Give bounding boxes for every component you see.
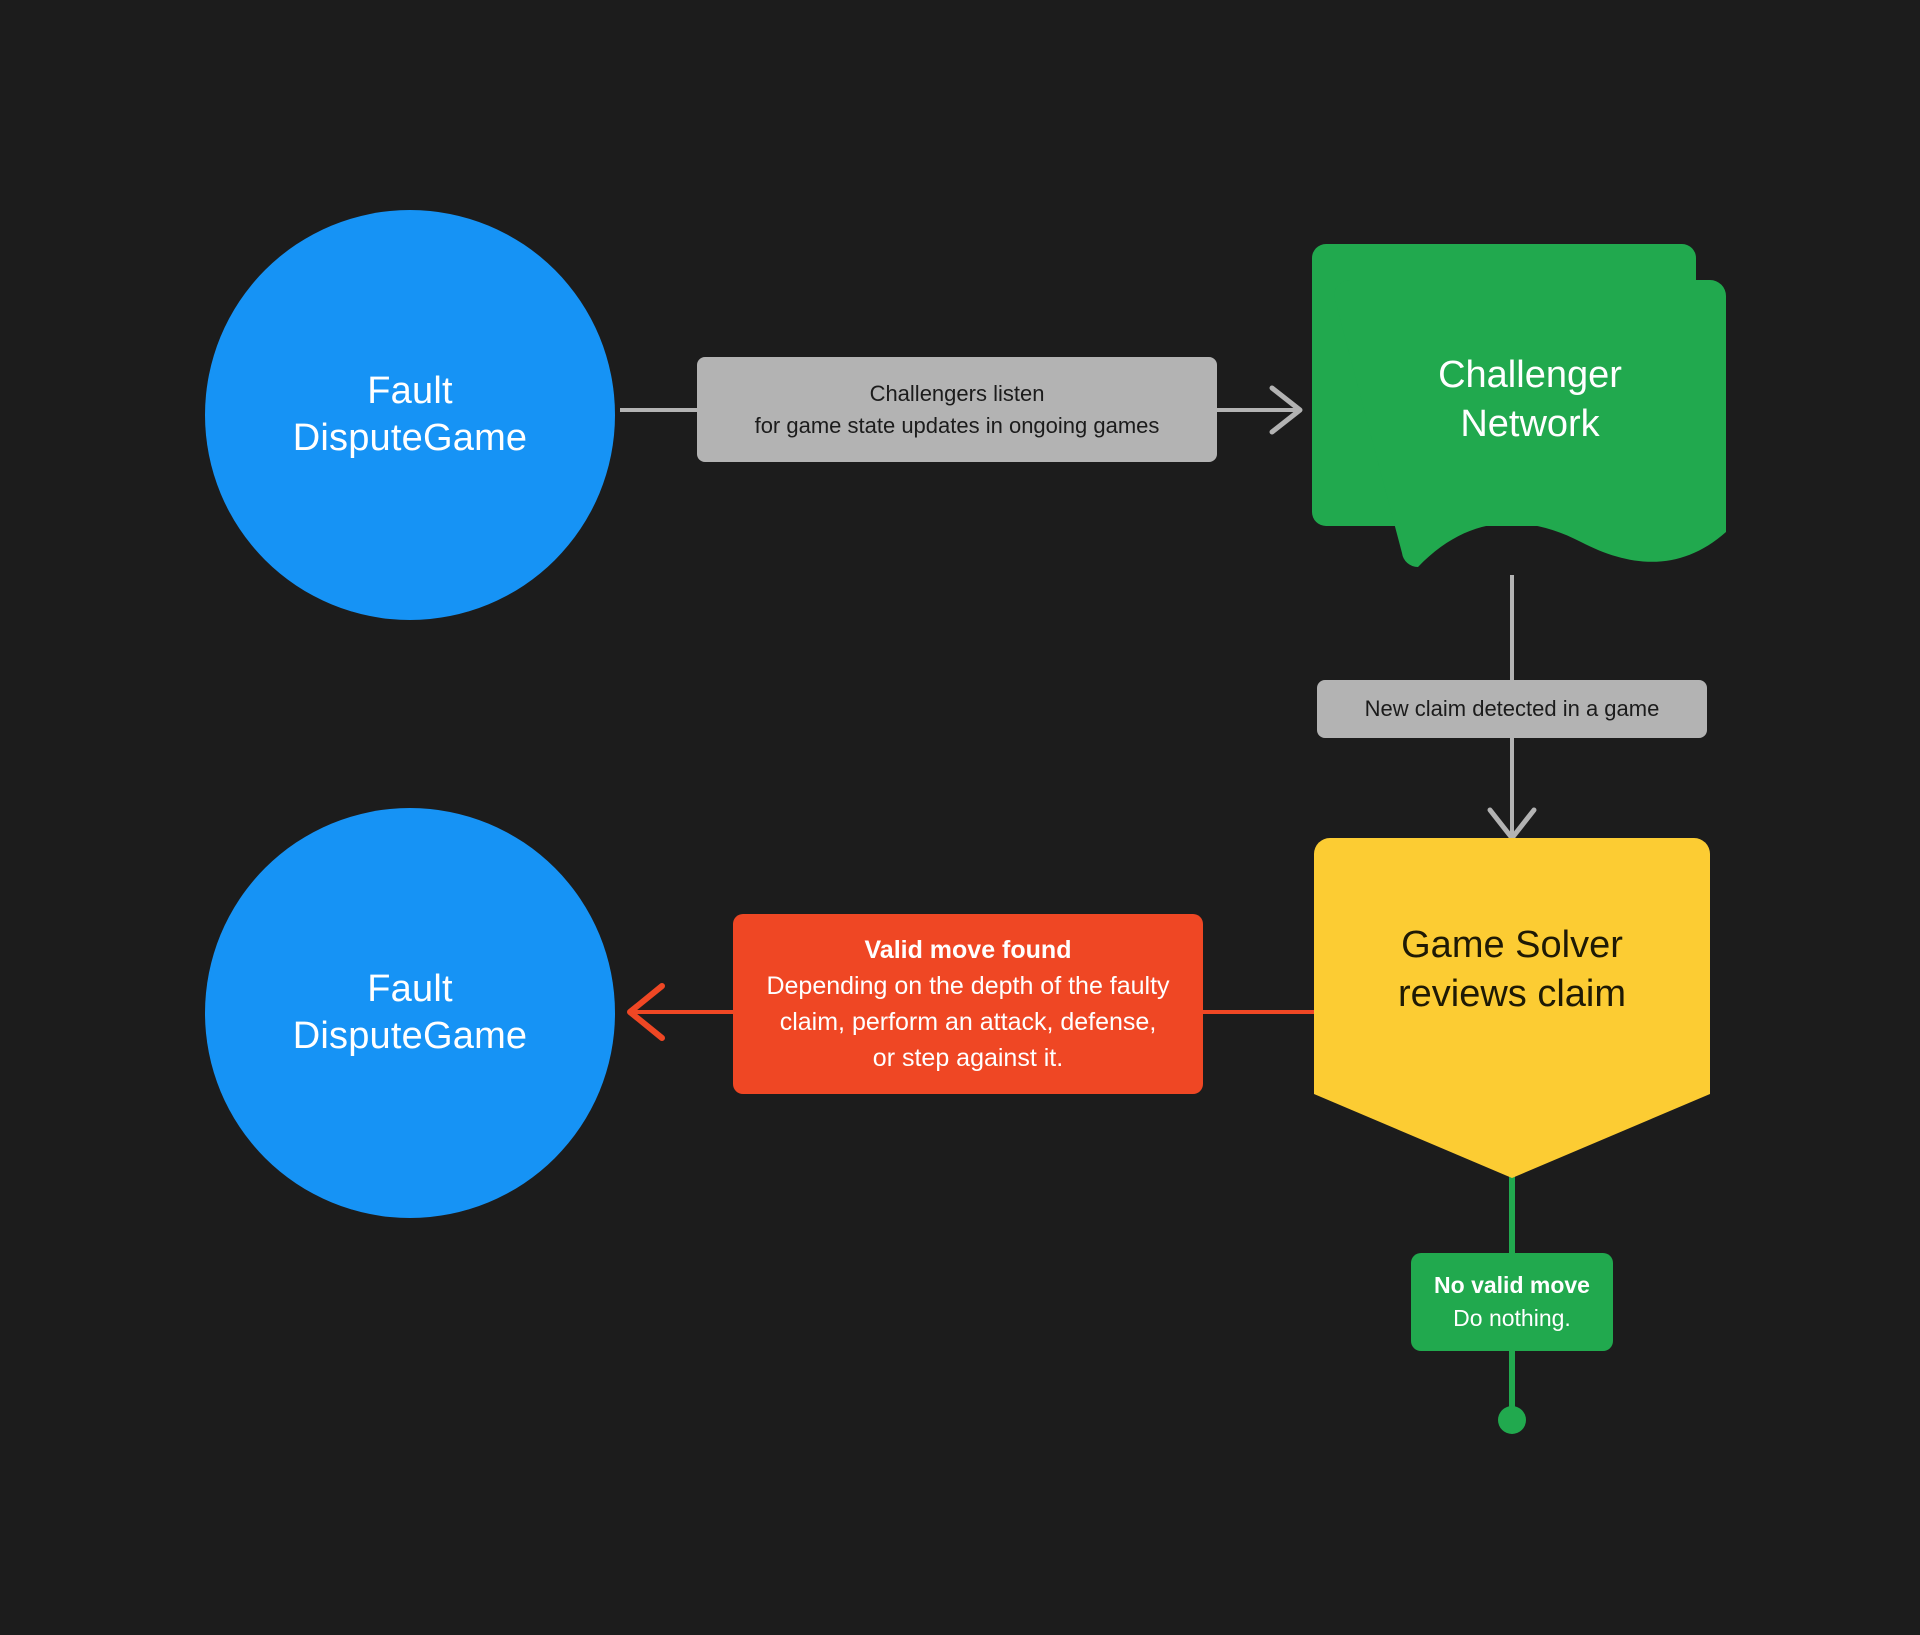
edge-label-line-2: claim, perform an attack, defense, bbox=[779, 1008, 1157, 1036]
challenger-network-front-sheet bbox=[1334, 280, 1726, 568]
edge-label-title: No valid move bbox=[1434, 1271, 1590, 1298]
node-label-line-2: DisputeGame bbox=[292, 1015, 528, 1057]
edge-label-line-1: Depending on the depth of the faulty bbox=[766, 971, 1170, 1000]
edge-label-line-1: Challengers listen bbox=[869, 380, 1045, 406]
node-fault-dispute-game-top[interactable]: Fault DisputeGame bbox=[205, 210, 615, 620]
edge-label-valid-move-found: Valid move found Depending on the depth … bbox=[733, 914, 1203, 1094]
node-label-line-1: Fault bbox=[367, 967, 453, 1010]
node-label-line-2: DisputeGame bbox=[292, 417, 528, 459]
arrowhead-left-icon bbox=[627, 983, 665, 1041]
edge-label-no-valid-move: No valid move Do nothing. bbox=[1411, 1253, 1613, 1351]
game-solver-shape bbox=[1314, 838, 1710, 1178]
edge-label-line-2: for game state updates in ongoing games bbox=[754, 412, 1160, 438]
edge-label-title: Valid move found bbox=[864, 935, 1072, 964]
node-label: Fault DisputeGame bbox=[293, 966, 528, 1061]
arrowhead-right-icon bbox=[1269, 385, 1303, 435]
edge-label-new-claim: New claim detected in a game bbox=[1317, 680, 1707, 738]
node-label-line-1: Fault bbox=[367, 369, 453, 412]
terminator-dot-icon bbox=[1498, 1406, 1526, 1434]
edge-label-line-1: New claim detected in a game bbox=[1364, 696, 1660, 722]
edge-label-challengers-listen: Challengers listen for game state update… bbox=[697, 357, 1217, 462]
edge-label-line-1: Do nothing. bbox=[1453, 1305, 1571, 1331]
edge-label-line-3: or step against it. bbox=[872, 1044, 1064, 1073]
node-fault-dispute-game-bottom[interactable]: Fault DisputeGame bbox=[205, 808, 615, 1218]
node-label: Fault DisputeGame bbox=[293, 368, 528, 463]
